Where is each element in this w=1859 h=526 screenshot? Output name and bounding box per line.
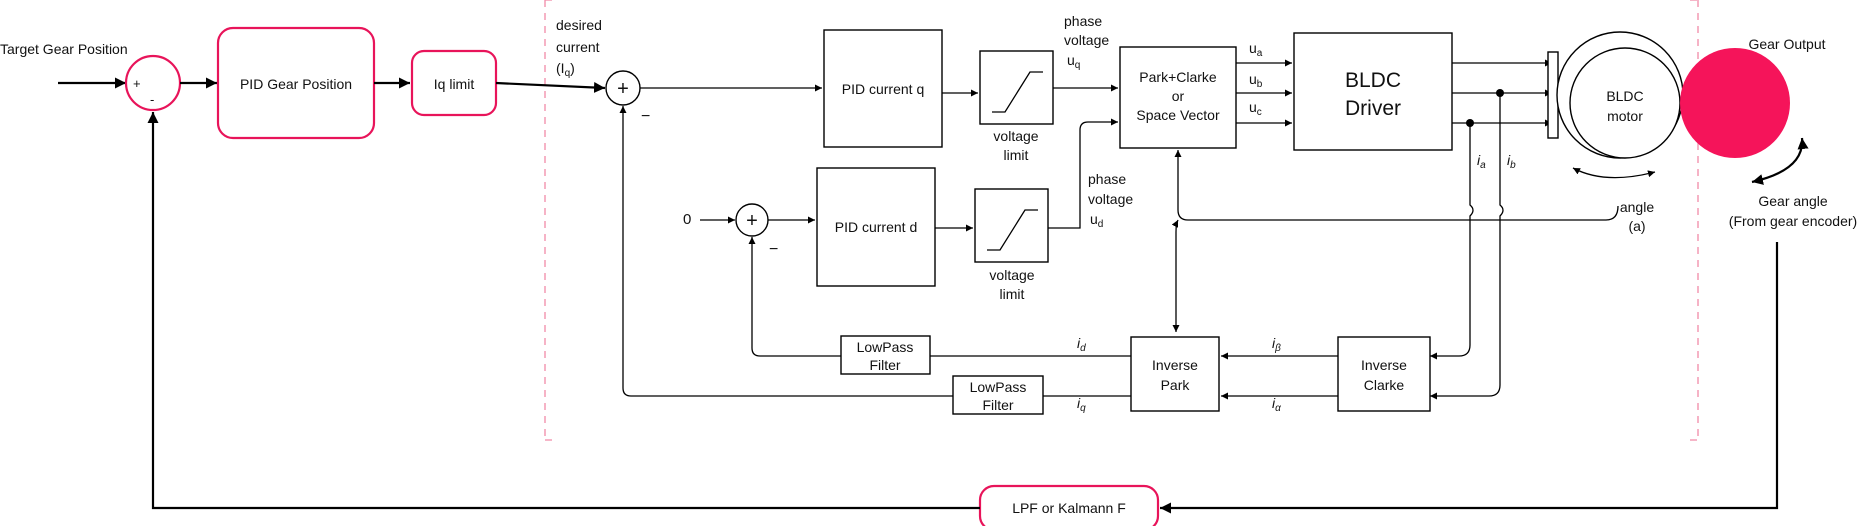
gear-angle-arrow (1751, 137, 1809, 185)
park-clarke-label-3: Space Vector (1136, 107, 1220, 123)
desired-current-label-1: desired (556, 17, 602, 33)
iq-limit-label: Iq limit (434, 76, 475, 92)
i-beta-label: iβ (1272, 335, 1281, 354)
lowpass-q-label-2: Filter (982, 397, 1013, 413)
lowpass-filter-d-block (840, 335, 931, 375)
ud-symbol: ud (1090, 211, 1103, 230)
bldc-motor-label-1: BLDC (1606, 88, 1643, 104)
pid-current-d-block (816, 167, 936, 287)
lowpass-filter-q-block (952, 375, 1044, 415)
lowpass-q-label-1: LowPass (970, 379, 1027, 395)
id-label: id (1077, 335, 1086, 354)
pid-current-q-label: PID current q (842, 81, 924, 97)
inverse-park-label-2: Park (1161, 377, 1191, 393)
uq-voltage-label: voltage (1064, 32, 1109, 48)
lowpass-d-label-2: Filter (869, 357, 900, 373)
d-voltage-limit-label-2: limit (1000, 286, 1025, 302)
inverse-park-block (1130, 336, 1220, 412)
d-sum-plus: + (746, 210, 758, 232)
ia-feedback-line (1430, 123, 1474, 360)
position-feedback-arrow (147, 112, 980, 510)
target-gear-position-label: Target Gear Position (0, 41, 128, 57)
uc-label: uc (1249, 99, 1262, 118)
angle-to-inverse-park-line (1171, 219, 1180, 332)
ia-label: ia (1477, 152, 1486, 171)
desired-current-label-2: current (556, 39, 600, 55)
lowpass-d-label-1: LowPass (857, 339, 914, 355)
uq-symbol: uq (1067, 52, 1080, 71)
position-sum-plus: + (133, 76, 141, 91)
inverse-clarke-block (1337, 336, 1431, 412)
lpf-kalman-label: LPF or Kalmann F (1012, 500, 1126, 516)
gear-output-disk (1680, 48, 1790, 158)
q-voltage-limit-label-2: limit (1004, 147, 1029, 163)
i-alpha-label: iα (1272, 395, 1281, 414)
angle-to-park-clarke-line (1174, 150, 1619, 221)
park-clarke-block (1119, 46, 1237, 149)
park-clarke-label-1: Park+Clarke (1139, 69, 1217, 85)
gear-angle-label-1: Gear angle (1758, 193, 1827, 209)
position-sum-minus: - (150, 92, 154, 107)
id-to-d-sum-arrow (748, 237, 841, 357)
q-sum-plus: + (617, 78, 629, 100)
ua-label: ua (1249, 40, 1263, 59)
pid-gear-position-label: PID Gear Position (240, 76, 352, 92)
angle-label-1: angle (1620, 199, 1654, 215)
motor-rotation-arrow (1572, 167, 1656, 179)
ib-label: ib (1507, 152, 1516, 171)
gear-angle-label-2: (From gear encoder) (1729, 213, 1857, 229)
q-saturation-icon (992, 71, 1043, 113)
ub-label: ub (1249, 71, 1263, 90)
ib-feedback-line (1430, 93, 1504, 400)
ud-phase-label: phase (1088, 171, 1126, 187)
uq-phase-label: phase (1064, 13, 1102, 29)
iq-limit-to-current-sum-arrow (495, 81, 606, 93)
gear-output-label: Gear Output (1748, 36, 1825, 52)
inverse-park-label-1: Inverse (1152, 357, 1198, 373)
bldc-motor-label-2: motor (1607, 108, 1643, 124)
ud-voltage-label: voltage (1088, 191, 1133, 207)
bldc-driver-label-2: Driver (1345, 97, 1401, 120)
inverse-clarke-label-2: Clarke (1364, 377, 1405, 393)
iq-label: iq (1077, 395, 1086, 414)
ud-arrow (1048, 118, 1118, 229)
pid-current-d-label: PID current d (835, 219, 917, 235)
q-sum-minus: − (641, 108, 650, 125)
bldc-driver-block (1293, 32, 1453, 151)
pid-current-q-block (823, 29, 943, 148)
desired-current-label-3: (Iq) (556, 60, 575, 79)
q-voltage-limit-label-1: voltage (993, 128, 1038, 144)
d-voltage-limit-block (974, 188, 1049, 263)
d-voltage-limit-label-1: voltage (989, 267, 1034, 283)
angle-label-2: (a) (1628, 218, 1645, 234)
gear-encoder-feedback-line (1160, 242, 1779, 514)
d-saturation-icon (987, 209, 1038, 251)
zero-reference: 0 (683, 211, 691, 228)
foc-boundary (544, 0, 1699, 441)
park-clarke-label-2: or (1172, 88, 1185, 104)
bldc-driver-label-1: BLDC (1345, 69, 1401, 92)
iq-to-q-sum-arrow (619, 106, 953, 397)
q-voltage-limit-block (979, 50, 1054, 125)
inverse-clarke-label-1: Inverse (1361, 357, 1407, 373)
d-sum-minus: − (769, 241, 778, 258)
